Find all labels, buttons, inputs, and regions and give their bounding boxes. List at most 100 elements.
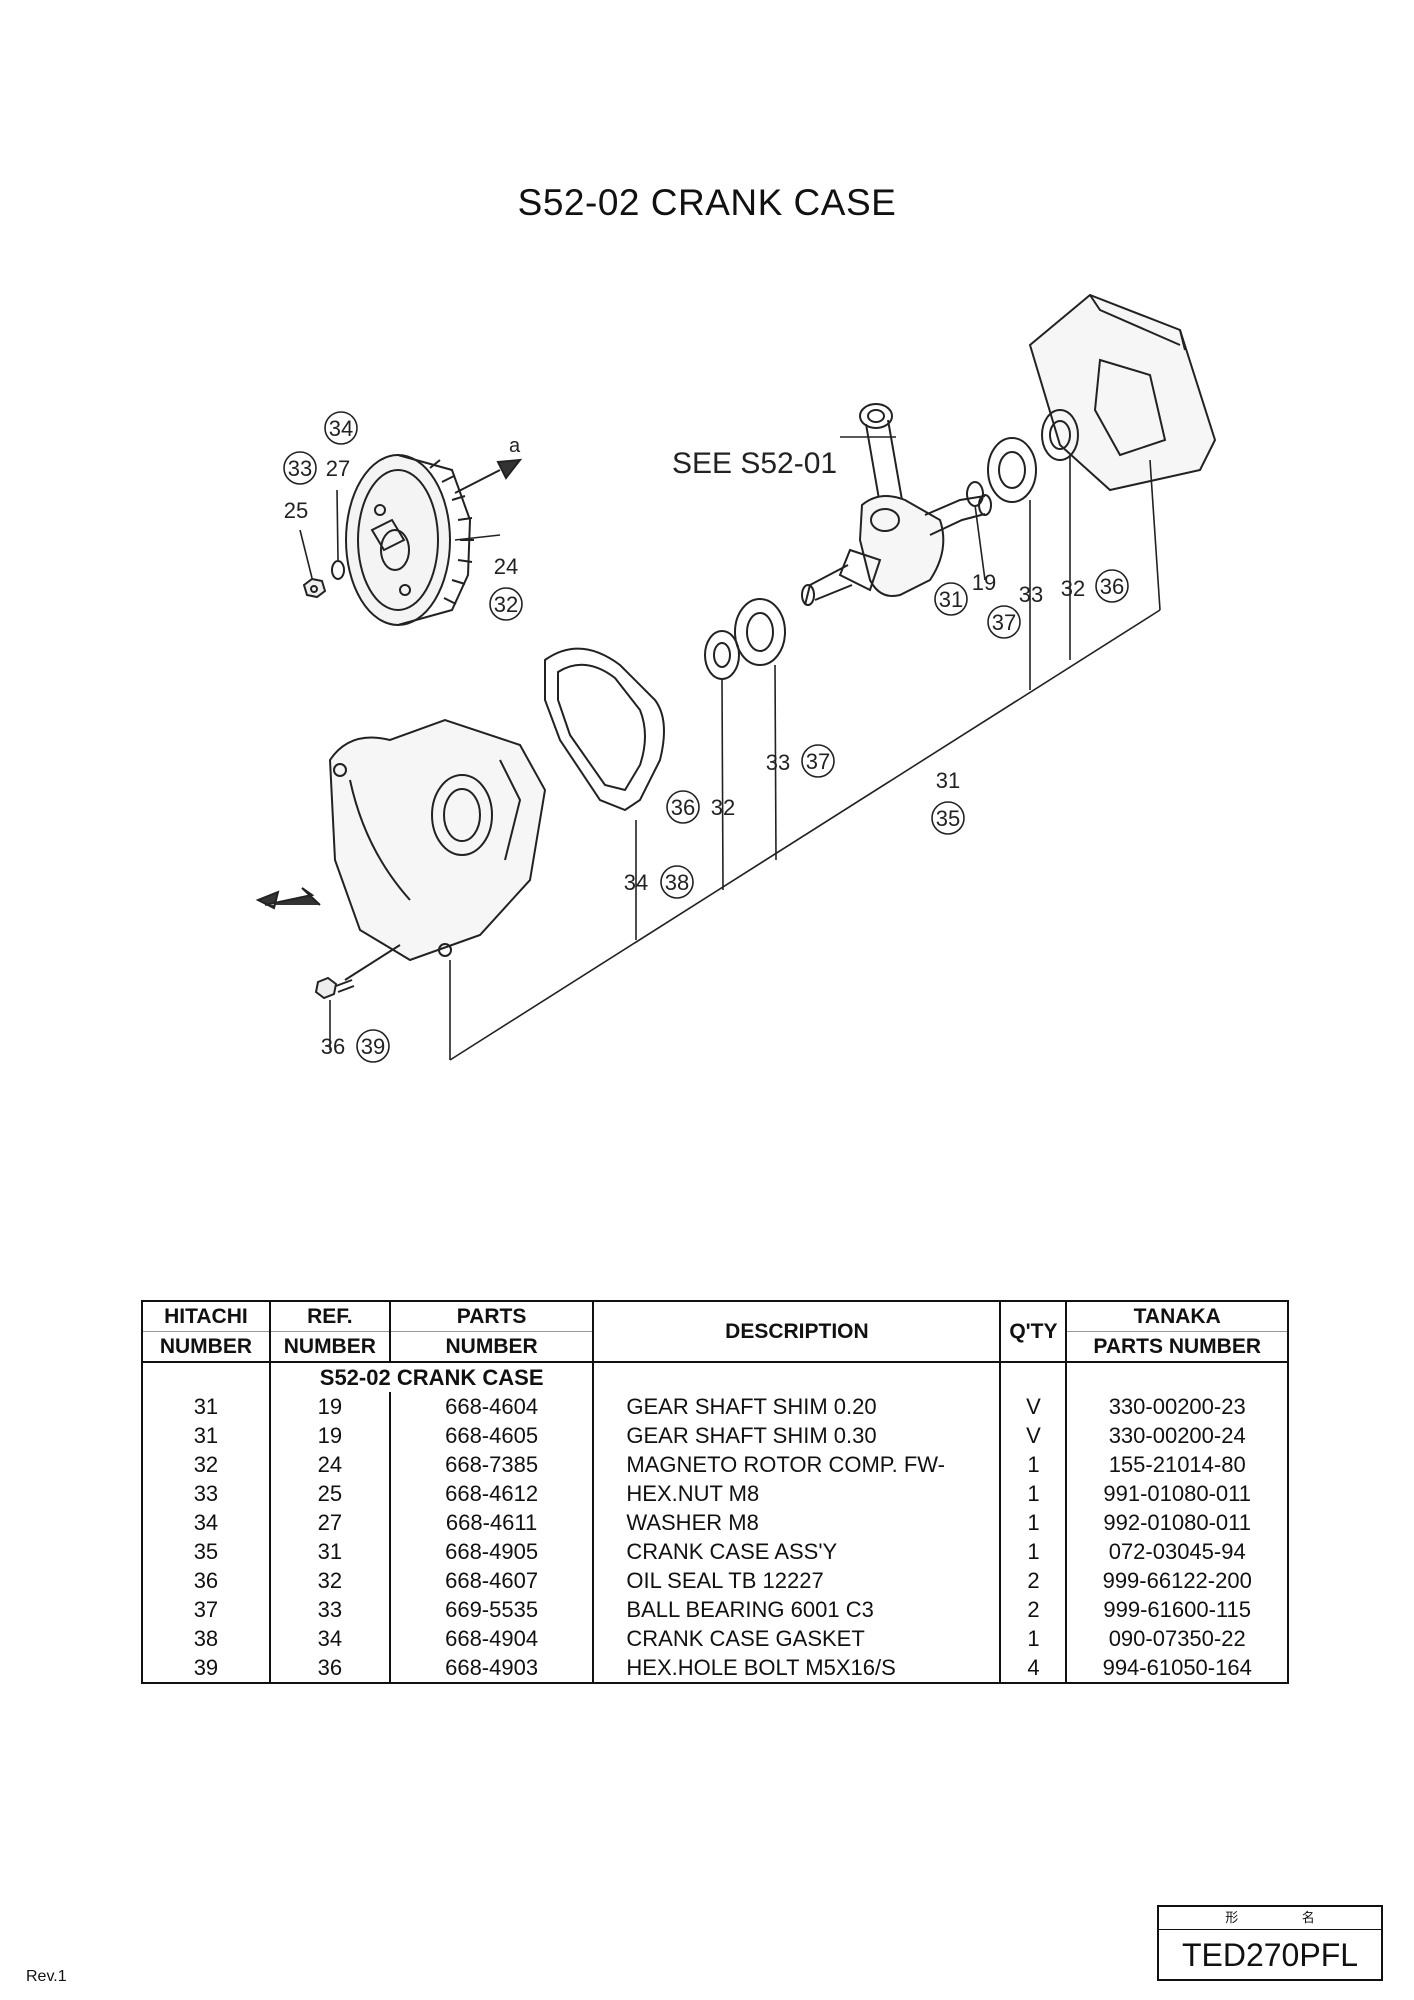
callout-25: 25 — [284, 498, 308, 523]
callout-32: 32 — [1061, 576, 1085, 601]
cell-ref: 31 — [269, 1537, 391, 1566]
section-title: S52-02 CRANK CASE — [269, 1362, 595, 1392]
cell-hitachi: 34 — [142, 1508, 271, 1537]
cell-description: MAGNETO ROTOR COMP. FW- — [593, 1450, 1002, 1479]
cell-parts: 668-4604 — [389, 1392, 595, 1421]
cell-description: OIL SEAL TB 12227 — [593, 1566, 1002, 1595]
header-parts-number: NUMBER — [389, 1331, 595, 1363]
cell-tanaka: 992-01080-011 — [1103, 1510, 1251, 1535]
page-title: S52-02 CRANK CASE — [517, 182, 897, 223]
callout-31-mid: 31 — [936, 768, 960, 793]
cell-parts: 668-4905 — [389, 1537, 595, 1566]
cell-ref: 19 — [269, 1421, 391, 1450]
cell-hitachi: 31 — [142, 1421, 271, 1450]
hex-nut-drawing — [302, 577, 327, 599]
exploded-parts-diagram: 34 33 27 25 24 32 a SEE S52-01 31 19 37 … — [255, 293, 1217, 1063]
table-header-row: NUMBER NUMBER NUMBER PARTS NUMBER — [142, 1331, 1288, 1363]
parts-table: HITACHI REF. PARTS DESCRIPTION Q'TY TANA… — [141, 1300, 1289, 1684]
callout-19: 19 — [972, 570, 996, 595]
table-header-row: HITACHI REF. PARTS DESCRIPTION Q'TY TANA… — [142, 1301, 1288, 1363]
revision-label: Rev.1 — [26, 1968, 67, 1985]
header-ref-number: NUMBER — [269, 1331, 391, 1363]
section-row: S52-02 CRANK CASE — [142, 1362, 1288, 1392]
header-parts: PARTS — [389, 1301, 595, 1332]
cell-parts: 669-5535 — [389, 1595, 595, 1624]
cell-parts: 668-4611 — [389, 1508, 595, 1537]
callout-36-circled-mid: 36 — [671, 795, 695, 820]
cell-qty: 4 — [1000, 1653, 1068, 1683]
model-number: TED270PFL — [1181, 1937, 1359, 1973]
cell-parts: 668-4607 — [389, 1566, 595, 1595]
callout-33-circled: 33 — [288, 456, 312, 481]
crank-case-gasket-drawing — [544, 647, 665, 812]
cell-tanaka: 072-03045-94 — [1108, 1539, 1246, 1564]
cell-hitachi: 31 — [142, 1392, 271, 1421]
cell-ref: 25 — [269, 1479, 391, 1508]
callout-33-mid: 33 — [766, 750, 790, 775]
cell-parts: 668-7385 — [389, 1450, 595, 1479]
cell-ref: 32 — [269, 1566, 391, 1595]
crankshaft-drawing — [801, 403, 992, 606]
callout-36-bolt: 36 — [321, 1034, 345, 1059]
callout-38-circled: 38 — [665, 870, 689, 895]
model-box: 形 名 TED270PFL — [1157, 1905, 1383, 1981]
cell-ref: 19 — [269, 1392, 391, 1421]
callout-33: 33 — [1019, 582, 1043, 607]
cell-ref: 34 — [269, 1624, 391, 1653]
cell-tanaka: 330-00200-24 — [1108, 1423, 1246, 1448]
cell-qty: V — [1000, 1392, 1068, 1421]
cell-qty: 2 — [1000, 1595, 1068, 1624]
cell-qty: 1 — [1000, 1479, 1068, 1508]
cell-description: HEX.NUT M8 — [593, 1479, 1002, 1508]
callout-32-mid: 32 — [711, 795, 735, 820]
cell-ref: 24 — [269, 1450, 391, 1479]
cell-tanaka: 994-61050-164 — [1102, 1655, 1252, 1680]
cell-hitachi: 32 — [142, 1450, 271, 1479]
callout-35-circled: 35 — [936, 806, 960, 831]
cell-tanaka: 999-61600-115 — [1103, 1597, 1251, 1622]
cell-ref: 27 — [269, 1508, 391, 1537]
cell-hitachi: 38 — [142, 1624, 271, 1653]
cell-hitachi: 36 — [142, 1566, 271, 1595]
cell-qty: V — [1000, 1421, 1068, 1450]
cell-tanaka: 991-01080-011 — [1103, 1481, 1251, 1506]
callout-34-circled: 34 — [329, 416, 353, 441]
washer-drawing — [331, 560, 345, 580]
header-ref: REF. — [269, 1301, 391, 1332]
see-reference-label: SEE S52-01 — [672, 447, 837, 480]
cell-ref: 36 — [269, 1653, 391, 1683]
cell-tanaka: 090-07350-22 — [1108, 1626, 1246, 1651]
crank-case-right-drawing — [1028, 293, 1217, 492]
cell-parts: 668-4605 — [389, 1421, 595, 1450]
header-hitachi: HITACHI — [142, 1301, 271, 1332]
cell-hitachi: 35 — [142, 1537, 271, 1566]
cell-qty: 1 — [1000, 1508, 1068, 1537]
model-label: 形 名 — [1159, 1907, 1381, 1930]
cell-description: GEAR SHAFT SHIM 0.30 — [593, 1421, 1002, 1450]
cell-qty: 1 — [1000, 1450, 1068, 1479]
callout-39-circled: 39 — [361, 1034, 385, 1059]
cell-hitachi: 37 — [142, 1595, 271, 1624]
header-tanaka: TANAKA — [1066, 1301, 1288, 1332]
arrow-a-label: a — [509, 435, 521, 457]
cell-parts: 668-4612 — [389, 1479, 595, 1508]
gear-shaft-shim-drawing — [966, 481, 984, 507]
cell-hitachi: 39 — [142, 1653, 271, 1683]
ball-bearing-mid-drawing — [734, 598, 786, 666]
ball-bearing-right-drawing — [987, 437, 1037, 503]
crank-case-left-drawing — [328, 718, 547, 962]
magneto-rotor-drawing — [345, 454, 474, 626]
header-tanaka-parts-number: PARTS NUMBER — [1066, 1331, 1288, 1363]
header-qty: Q'TY — [1000, 1301, 1068, 1363]
callout-37-circled-mid: 37 — [806, 749, 830, 774]
cell-description: GEAR SHAFT SHIM 0.20 — [593, 1392, 1002, 1421]
